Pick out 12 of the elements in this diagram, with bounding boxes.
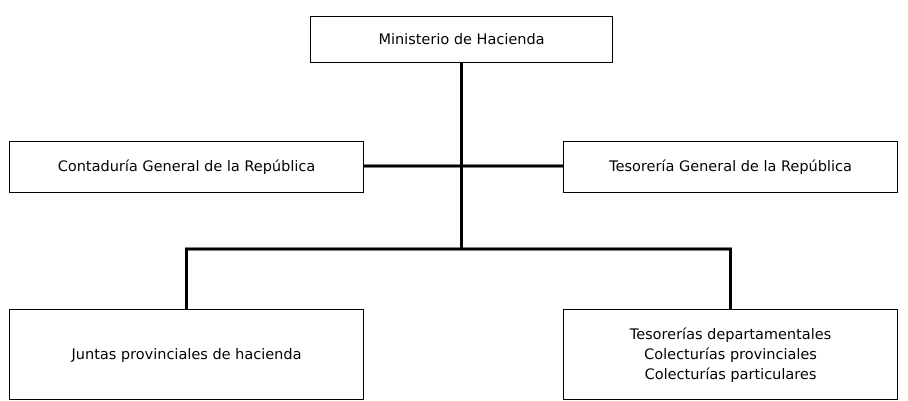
box-label: Colecturías particulares	[644, 366, 816, 384]
org-box	[9, 141, 364, 193]
box-label: Tesorerías departamentales	[630, 326, 832, 344]
org-box	[9, 309, 364, 400]
box-label: Juntas provinciales de hacienda	[72, 346, 302, 364]
box-label: Ministerio de Hacienda	[378, 30, 545, 50]
org-box	[310, 16, 613, 63]
org-box	[563, 309, 898, 400]
org-box	[563, 141, 898, 193]
box-label: Contaduría General de la República	[58, 158, 316, 177]
box-label: Colecturías provinciales	[644, 346, 817, 364]
box-label: Tesorería General de la República	[609, 158, 852, 177]
